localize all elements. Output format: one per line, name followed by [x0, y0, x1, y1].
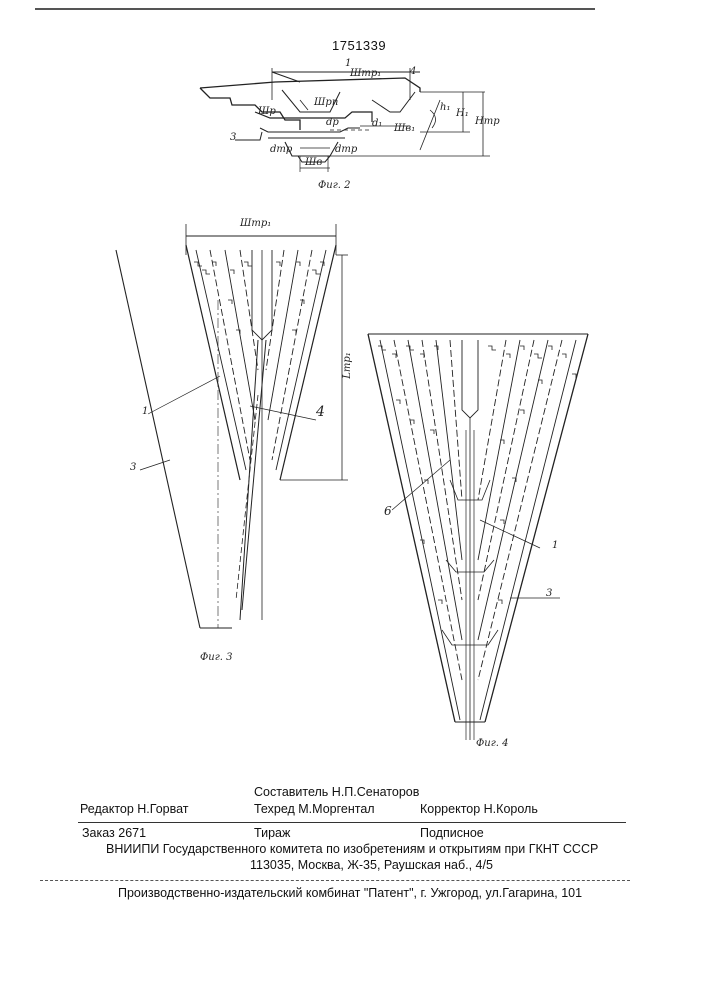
credits-compiler: Составитель Н.П.Сенаторов: [254, 785, 419, 799]
credits-address: 113035, Москва, Ж-35, Раушская наб., 4/5: [250, 858, 493, 872]
fig4-label-ref-3: 3: [546, 588, 552, 599]
credits-techred: Техред М.Моргентал: [254, 802, 375, 816]
credits-editor: Редактор Н.Горват: [80, 802, 189, 816]
credits-divider-bottom: [40, 880, 630, 881]
credits-order: Заказ 2671: [82, 826, 146, 840]
fig4-label-ref-1: 1: [552, 540, 558, 551]
credits-subscription: Подписное: [420, 826, 484, 840]
credits-divider-top: [78, 822, 626, 823]
credits-vniipi: ВНИИПИ Государственного комитета по изоб…: [106, 842, 598, 856]
credits-corrector: Корректор Н.Король: [420, 802, 538, 816]
fig4-caption: Фиг. 4: [476, 738, 509, 749]
fig4-label-ref-6: 6: [384, 504, 392, 518]
credits-circulation: Тираж: [254, 826, 290, 840]
credits-publisher: Производственно-издательский комбинат "П…: [118, 886, 582, 900]
